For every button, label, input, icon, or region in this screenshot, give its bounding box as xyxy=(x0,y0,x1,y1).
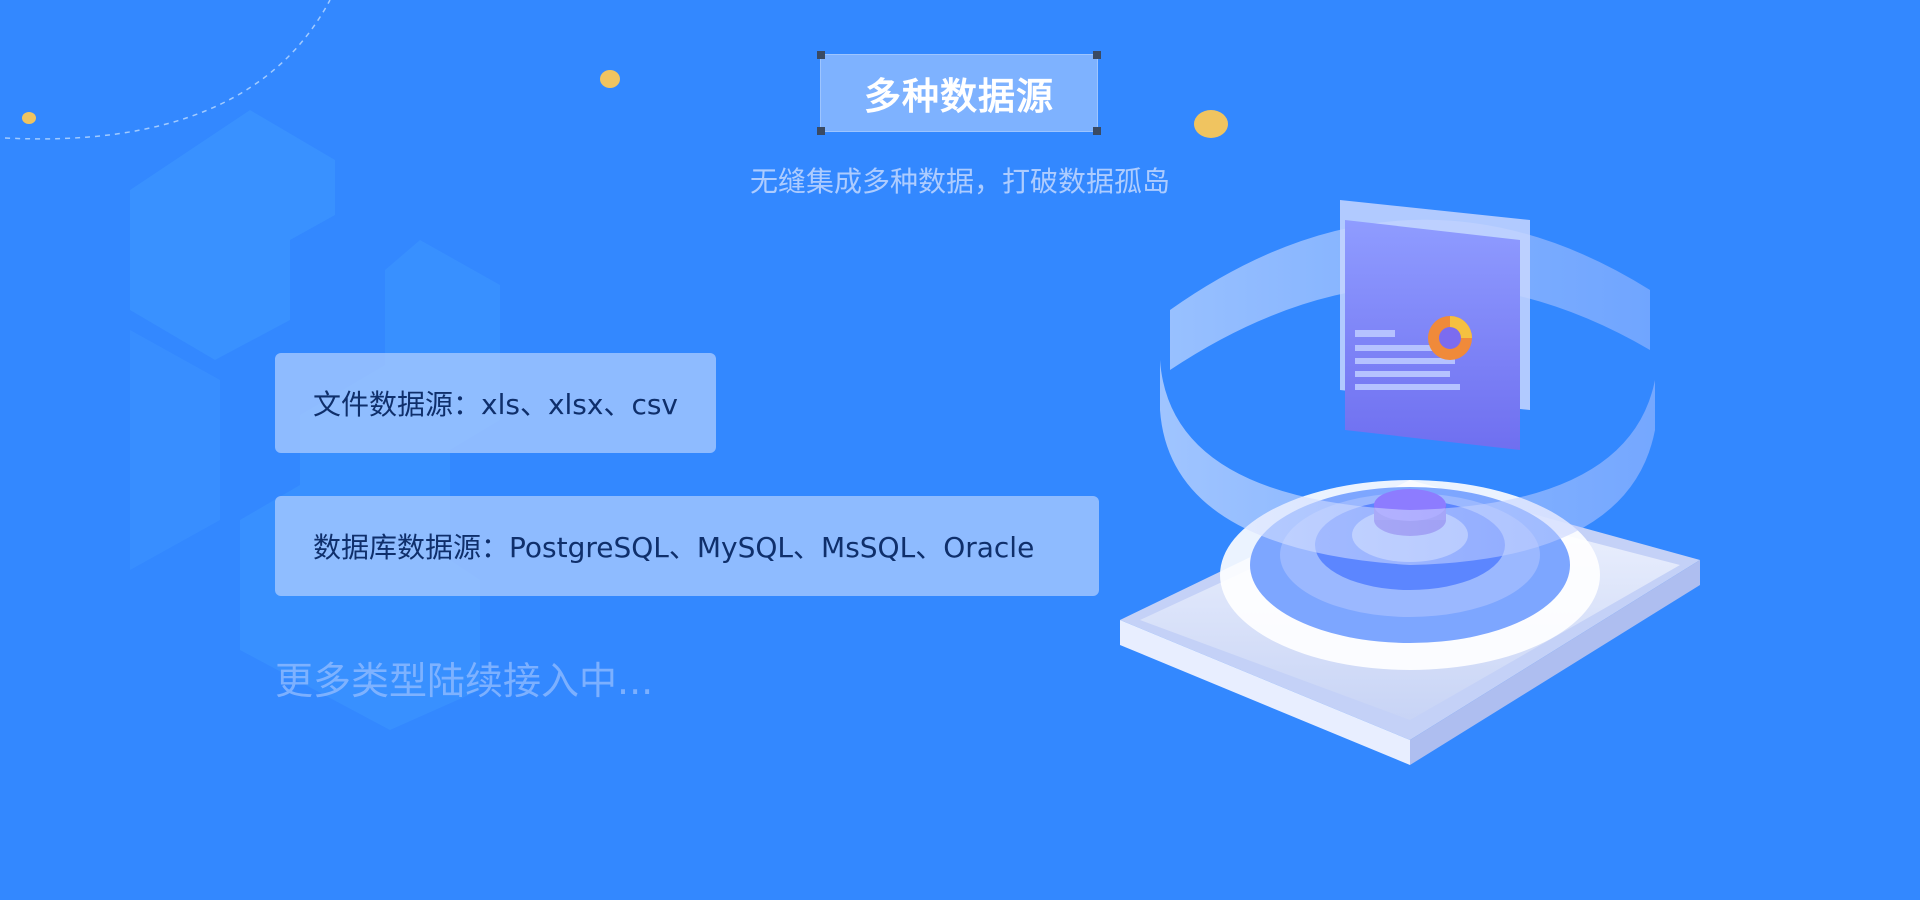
orbit-ring-front xyxy=(1160,360,1655,565)
feature-card-database: 数据库数据源：PostgreSQL、MySQL、MsSQL、Oracle xyxy=(275,496,1099,596)
badge-corner xyxy=(817,51,825,59)
feature-label: 数据库数据源：PostgreSQL、MySQL、MsSQL、Oracle xyxy=(313,531,1035,564)
section-subtitle: 无缝集成多种数据，打破数据孤岛 xyxy=(749,165,1170,198)
data-document-isometric-icon xyxy=(1120,200,1700,765)
more-types-text: 更多类型陆续接入中... xyxy=(275,659,654,703)
section-title: 多种数据源 xyxy=(864,75,1054,118)
decorative-dot-icon xyxy=(1194,110,1228,138)
decorative-dot-icon xyxy=(600,70,620,88)
badge-corner xyxy=(1093,51,1101,59)
feature-label: 文件数据源：xls、xlsx、csv xyxy=(313,388,678,421)
document-panel xyxy=(1340,200,1530,450)
feature-card-file: 文件数据源：xls、xlsx、csv xyxy=(275,353,716,453)
decorative-dot-icon xyxy=(22,112,36,124)
section-title-badge: 多种数据源 xyxy=(817,51,1101,135)
badge-corner xyxy=(1093,127,1101,135)
bg-hexagon-1 xyxy=(130,110,335,360)
section-subtitle-row: 无缝集成多种数据，打破数据孤岛 xyxy=(0,160,1920,200)
badge-corner xyxy=(817,127,825,135)
dashed-arc xyxy=(4,0,331,140)
bg-hexagon-3 xyxy=(130,330,220,570)
